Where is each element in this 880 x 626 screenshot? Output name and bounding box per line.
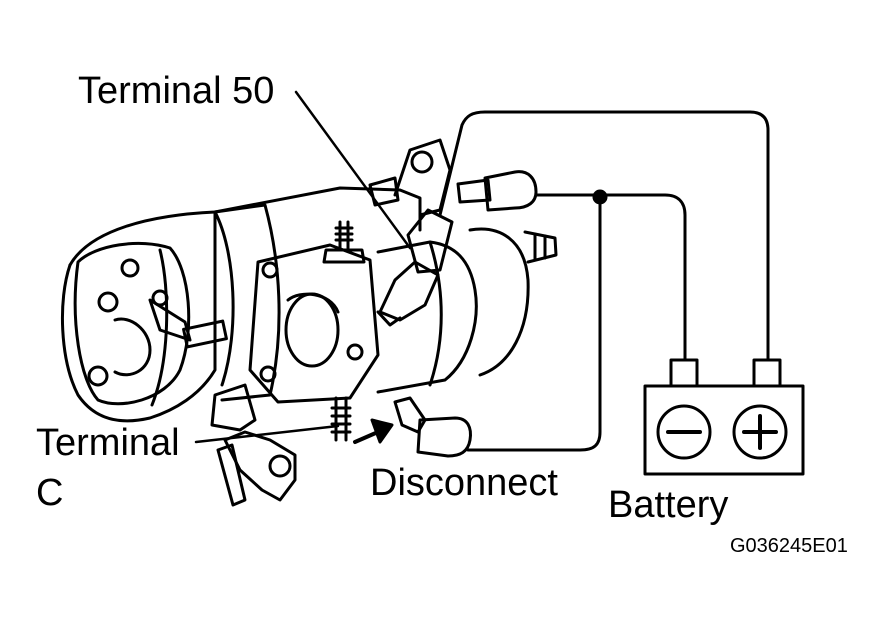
housing-slot bbox=[182, 319, 228, 349]
plunger-cover bbox=[284, 292, 340, 368]
ear-hole bbox=[410, 150, 434, 174]
bracket bbox=[148, 298, 192, 342]
pinion-teeth bbox=[533, 232, 547, 262]
lower-mount-arm bbox=[216, 443, 247, 507]
plus-icon bbox=[742, 414, 778, 450]
upper-plug-socket bbox=[456, 178, 492, 204]
starter-seam-2 bbox=[213, 210, 235, 387]
battery-negative-circle bbox=[656, 404, 712, 460]
wire-junction-dot bbox=[592, 189, 608, 205]
terminal-c-label-line1: Terminal bbox=[36, 422, 180, 464]
disconnect-label: Disconnect bbox=[370, 462, 558, 504]
pinion bbox=[523, 230, 558, 264]
starter-rear-end-plate bbox=[73, 241, 191, 406]
battery-terminal-positive bbox=[752, 358, 782, 388]
lower-mount-hole bbox=[268, 454, 292, 478]
wire-terminal50-to-battery-positive bbox=[438, 110, 770, 362]
terminal-c-stud bbox=[334, 396, 348, 442]
starter-seam-1 bbox=[150, 248, 169, 407]
plunger-cover-rim bbox=[286, 292, 340, 314]
battery-terminal-negative bbox=[669, 358, 699, 388]
disconnect-arrowhead bbox=[370, 418, 394, 444]
battery-label: Battery bbox=[608, 484, 729, 526]
starter-mid-housing bbox=[213, 203, 281, 402]
wire-junction-to-disconnect bbox=[466, 193, 602, 452]
solenoid-band bbox=[428, 240, 443, 387]
wiring bbox=[438, 110, 770, 452]
battery-positive-circle bbox=[732, 404, 788, 460]
terminal-c-leader bbox=[194, 424, 340, 444]
bolt bbox=[97, 291, 119, 313]
connector-body bbox=[406, 208, 454, 274]
terminal-c-thread bbox=[330, 406, 352, 434]
terminal-50-connector bbox=[376, 208, 454, 327]
upper-plug bbox=[483, 170, 538, 212]
bolt bbox=[120, 258, 140, 278]
connector-tip bbox=[376, 310, 402, 327]
solenoid-housing bbox=[376, 240, 478, 394]
solenoid-flange bbox=[248, 243, 380, 404]
connector-lower bbox=[378, 260, 440, 322]
bolt bbox=[87, 365, 109, 387]
terminal-c-label-line2: C bbox=[36, 472, 64, 514]
flange-bolt bbox=[346, 343, 364, 361]
starter-rear-housing bbox=[68, 186, 422, 267]
flange-bolt bbox=[261, 261, 279, 279]
disconnect-clip bbox=[393, 396, 427, 434]
disconnect-arrow bbox=[353, 430, 380, 444]
battery bbox=[643, 358, 805, 476]
flange-bolt bbox=[259, 365, 277, 383]
lower-bracket bbox=[210, 383, 257, 432]
terminal-50-leader bbox=[294, 90, 412, 250]
disconnected-connector bbox=[393, 396, 472, 458]
starter-rear-cap bbox=[60, 210, 217, 423]
disconnect-plug bbox=[416, 416, 472, 458]
stud-nut bbox=[322, 248, 366, 264]
mounting-ear bbox=[393, 138, 452, 217]
solenoid-end bbox=[468, 227, 530, 377]
stud-thread bbox=[334, 226, 354, 242]
starter-motor bbox=[60, 138, 558, 507]
terminal-50-label: Terminal 50 bbox=[78, 70, 275, 112]
rear-boss bbox=[113, 317, 152, 377]
wire-plug-to-battery-negative bbox=[534, 193, 687, 362]
figure-code: G036245E01 bbox=[730, 535, 848, 557]
